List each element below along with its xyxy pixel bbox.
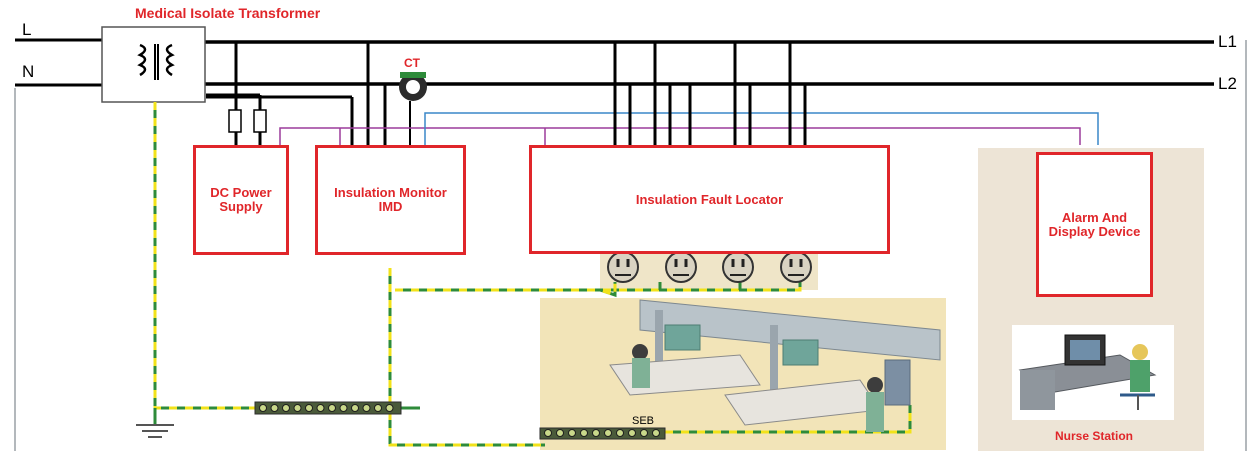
terminal-dot [580, 429, 588, 437]
fuse-1 [228, 109, 242, 133]
nurse-station-illustration [1012, 325, 1174, 420]
alarm-display-label: Alarm And Display Device [1048, 209, 1141, 239]
terminal-dot [374, 404, 382, 412]
insulation-fault-locator-label: Insulation Fault Locator [635, 191, 784, 207]
terminal-dot [556, 429, 564, 437]
terminal-dot [328, 404, 336, 412]
terminal-dot [604, 429, 612, 437]
insulation-fault-locator-box: Insulation Fault Locator [529, 145, 890, 254]
fault-locator-feeds [613, 42, 807, 145]
socket-icon [780, 251, 812, 283]
seb-label: SEB [632, 415, 655, 427]
terminal-dot [544, 429, 552, 437]
line-label-L2: L2 [1218, 74, 1237, 93]
socket-icon [722, 251, 754, 283]
line-label-N: N [22, 62, 35, 81]
terminal-dot [259, 404, 267, 412]
terminal-dot [592, 429, 600, 437]
terminal-dot [351, 404, 359, 412]
terminal-dot [293, 404, 302, 412]
line-label-L1: L1 [1218, 32, 1237, 51]
terminal-dot [628, 429, 636, 437]
terminal-dot [305, 404, 313, 412]
terminal-dot [616, 429, 624, 437]
insulation-monitor-label: Insulation Monitor IMD [334, 185, 447, 214]
terminal-dot [362, 404, 371, 412]
operating-room-illustration [609, 299, 941, 432]
insulation-monitor-box: Insulation Monitor IMD [315, 145, 466, 255]
ct-label: CT [404, 56, 420, 70]
blue-bus [424, 112, 1099, 145]
terminal-dot [339, 404, 348, 412]
ct-sensor [399, 72, 427, 145]
dc-power-supply-label: DC Power Supply [210, 185, 272, 214]
terminal-dot [316, 404, 325, 412]
alarm-display-box: Alarm And Display Device [1036, 152, 1153, 297]
dc-power-supply-box: DC Power Supply [193, 145, 289, 255]
terminal-dot [568, 429, 576, 437]
line-label-L: L [22, 20, 32, 39]
ground-icon [136, 424, 174, 438]
socket-icon [665, 251, 697, 283]
seb-busbar [539, 427, 666, 440]
diagram-title: Medical Isolate Transformer [135, 5, 321, 21]
fuse-2 [253, 109, 267, 133]
nurse-station-label: Nurse Station [1055, 429, 1134, 443]
terminal-dot [270, 404, 279, 412]
terminal-dot [282, 404, 290, 412]
isolation-transformer [101, 26, 206, 103]
busbar-terminals [259, 404, 660, 437]
socket-icon [607, 251, 639, 283]
terminal-dot [652, 429, 660, 437]
earth-lines [153, 102, 912, 447]
terminal-dot [640, 429, 648, 437]
terminal-dot [385, 404, 394, 412]
purple-bus [279, 127, 1081, 145]
